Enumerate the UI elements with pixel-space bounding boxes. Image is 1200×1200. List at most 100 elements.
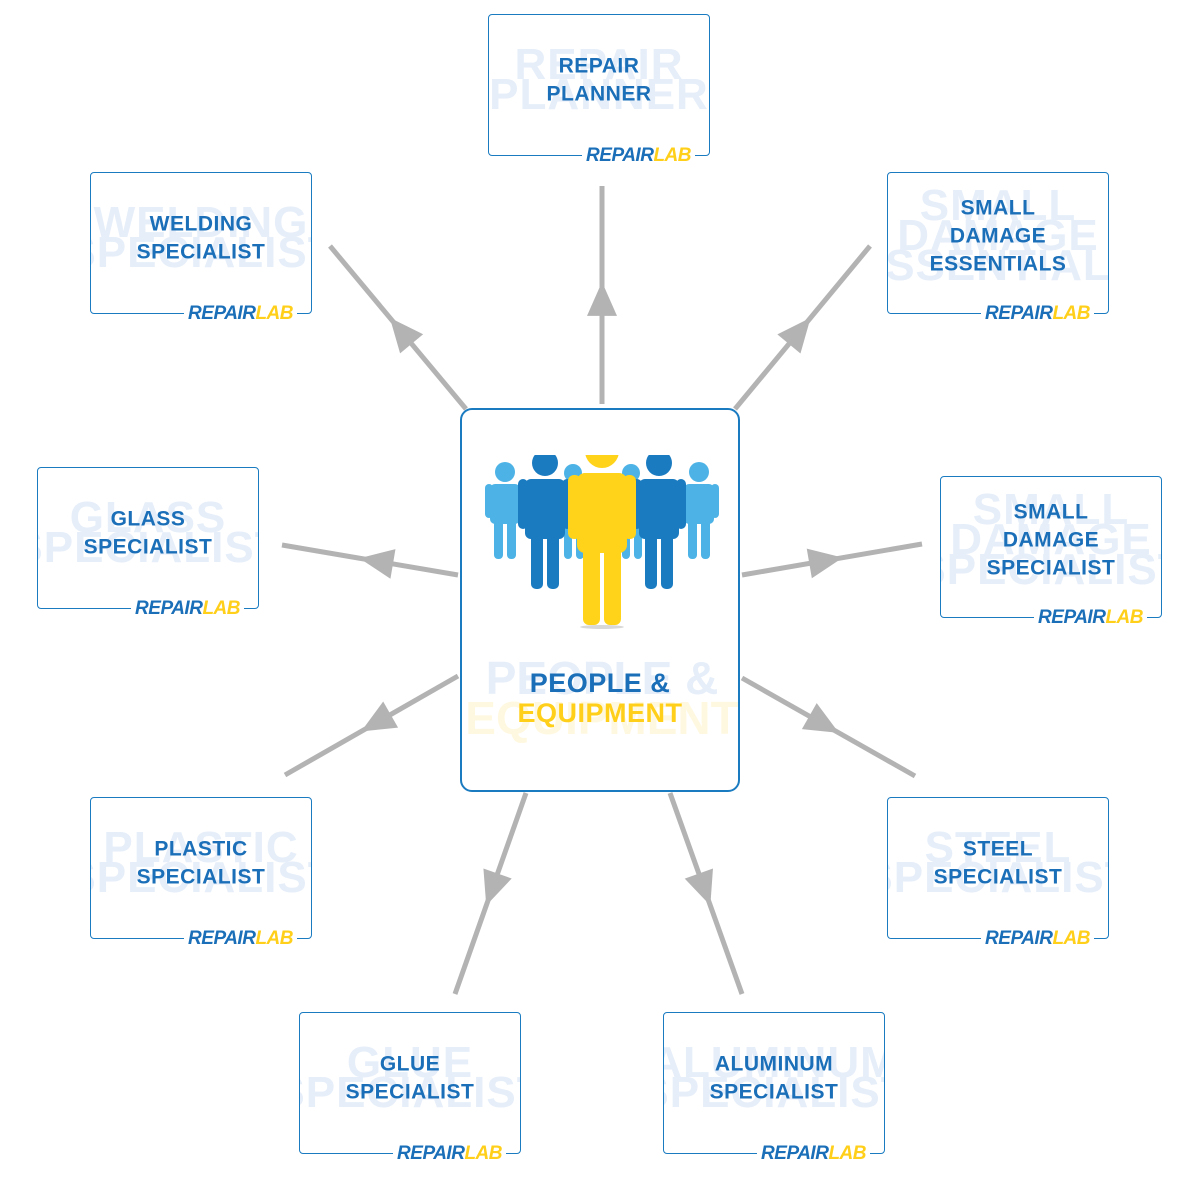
- arrow-to-small-damage-essentials: [733, 244, 872, 411]
- center-title-line2: EQUIPMENT: [517, 698, 683, 728]
- ghost-line: SPECIALIST: [91, 228, 311, 278]
- center-title: PEOPLE & EQUIPMENT: [462, 668, 738, 728]
- repairlab-logo: REPAIRLAB: [981, 304, 1094, 324]
- node-title: SMALL DAMAGE ESSENTIALS: [888, 194, 1108, 278]
- node-welding-specialist[interactable]: WELDINGSPECIALISTWELDINGSPECIALISTREPAIR…: [90, 172, 312, 324]
- card-body: WELDING SPECIALISTWELDING SPECIALIST: [91, 173, 311, 313]
- ghost-line: SPECIALIST: [664, 1068, 884, 1118]
- logo-part-repair: REPAIR: [188, 303, 256, 324]
- node-small-damage-specialist[interactable]: SMALLDAMAGESPECIALISTSMALLDAMAGESPECIALI…: [940, 476, 1162, 628]
- repairlab-logo: REPAIRLAB: [184, 304, 297, 324]
- node-aluminum-specialist[interactable]: ALUMINUMSPECIALISTALUMINUMSPECIALIST REPA…: [663, 1012, 885, 1164]
- logo-part-lab: LAB: [255, 928, 293, 949]
- arrow-to-plastic-specialist: [283, 673, 460, 778]
- logo-part-lab: LAB: [653, 145, 691, 166]
- node-title-line: SPECIALIST: [136, 240, 266, 264]
- node-plastic-specialist[interactable]: PLASTICSPECIALISTPLASTICSPECIALISTREPAIR…: [90, 797, 312, 949]
- ghost-watermark-text: WELDING SPECIALIST: [91, 198, 311, 278]
- ghost-line: PLANNER: [489, 70, 709, 120]
- ghost-line: ESSENTIALS: [888, 240, 1108, 290]
- logo-part-repair: REPAIR: [985, 303, 1053, 324]
- node-title-line: SPECIALIST: [933, 865, 1063, 889]
- node-glue-specialist[interactable]: GLUESPECIALISTGLUESPECIALISTREPAIRLAB: [299, 1012, 521, 1164]
- node-title: WELDING SPECIALIST: [91, 211, 311, 267]
- repairlab-logo: REPAIRLAB: [981, 929, 1094, 949]
- ghost-line: PLASTIC: [103, 823, 299, 873]
- node-title-line: SPECIALIST: [136, 865, 266, 889]
- ghost-line: SMALL: [919, 180, 1077, 230]
- arrowhead-icon: [359, 549, 396, 579]
- center-ghost-text: PEOPLE & EQUIPMENT: [465, 652, 739, 744]
- arrow-to-aluminum-specialist: [667, 792, 745, 995]
- ghost-line: STEEL: [924, 823, 1072, 873]
- node-title-line: ALUMINUM: [714, 1052, 834, 1076]
- logo-part-repair: REPAIR: [985, 928, 1053, 949]
- center-node-people-equipment[interactable]: PEOPLE & EQUIPMENT PEOPLE & EQUIPMENT: [460, 408, 740, 792]
- ghost-line: WELDING: [93, 198, 309, 248]
- node-title-line: PLASTIC: [154, 837, 248, 861]
- node-title-line: ESSENTIALS: [929, 252, 1067, 276]
- arrow-to-welding-specialist: [328, 244, 468, 411]
- logo-part-repair: REPAIR: [1038, 607, 1106, 628]
- arrowhead-icon: [777, 317, 811, 354]
- node-steel-specialist[interactable]: STEELSPECIALISTSTEELSPECIALISTREPAIRLAB: [887, 797, 1109, 949]
- ghost-line: DAMAGE: [897, 210, 1099, 260]
- ghost-watermark-text: PLASTIC SPECIALIST: [91, 823, 311, 903]
- node-title-line: SMALL: [1013, 500, 1089, 524]
- arrow-to-glass-specialist: [281, 542, 459, 579]
- node-title-line: SPECIALIST: [83, 535, 213, 559]
- arrow-to-small-damage-specialist: [741, 541, 923, 579]
- logo-part-lab: LAB: [1105, 607, 1143, 628]
- node-title-line: SPECIALIST: [986, 556, 1116, 580]
- ghost-line: SPECIALIST: [91, 853, 311, 903]
- ghost-line: DAMAGE: [950, 514, 1152, 564]
- node-small-damage-essentials[interactable]: SMALL DAMAGE ESSENTIALSSMALL DAMAGE ESSENTIA…: [887, 172, 1109, 324]
- card-body: PLASTIC SPECIALISTPLASTIC SPECIALIST: [91, 798, 311, 938]
- logo-part-repair: REPAIR: [135, 598, 203, 619]
- repairlab-logo: REPAIRLAB: [393, 1144, 506, 1164]
- ghost-line: SPECIALIST: [38, 523, 258, 573]
- node-title-line: DAMAGE: [949, 224, 1047, 248]
- ghost-line: GLASS: [69, 493, 227, 543]
- node-title-line: WELDING: [149, 212, 253, 236]
- card-body: STEEL SPECIALISTSTEEL SPECIALIST: [888, 798, 1108, 938]
- arrowhead-icon: [684, 868, 713, 906]
- repairlab-logo: REPAIRLAB: [757, 1144, 870, 1164]
- arrow-to-repair-planner: [587, 186, 617, 404]
- node-title-line: SMALL: [960, 196, 1036, 220]
- ghost-line: REPAIR: [514, 40, 684, 90]
- logo-part-lab: LAB: [255, 303, 293, 324]
- repairlab-logo: REPAIRLAB: [131, 599, 244, 619]
- arrow-to-steel-specialist: [740, 675, 917, 779]
- logo-part-repair: REPAIR: [761, 1143, 829, 1164]
- repairlab-logo: REPAIRLAB: [1034, 608, 1147, 628]
- arrowhead-icon: [806, 548, 843, 579]
- node-title-line: PLANNER: [546, 82, 652, 106]
- arrowhead-icon: [361, 701, 399, 732]
- ghost-line: SMALL: [972, 484, 1130, 534]
- node-title-line: STEEL: [962, 837, 1034, 861]
- ghost-watermark-text: STEEL SPECIALIST: [888, 823, 1108, 900]
- node-title: STEEL SPECIALIST: [888, 836, 1108, 892]
- arrowhead-icon: [801, 703, 839, 733]
- ghost-line: ALUMINUM: [664, 1038, 884, 1088]
- node-title-line: SPECIALIST: [345, 1080, 475, 1104]
- node-glass-specialist[interactable]: GLASSSPECIALISTGLASSSPECIALIST REPAIRLAB: [37, 467, 259, 619]
- ghost-line: SPECIALIST: [941, 544, 1161, 594]
- logo-part-lab: LAB: [1052, 928, 1090, 949]
- repairlab-logo: REPAIRLAB: [184, 929, 297, 949]
- logo-part-lab: LAB: [828, 1143, 866, 1164]
